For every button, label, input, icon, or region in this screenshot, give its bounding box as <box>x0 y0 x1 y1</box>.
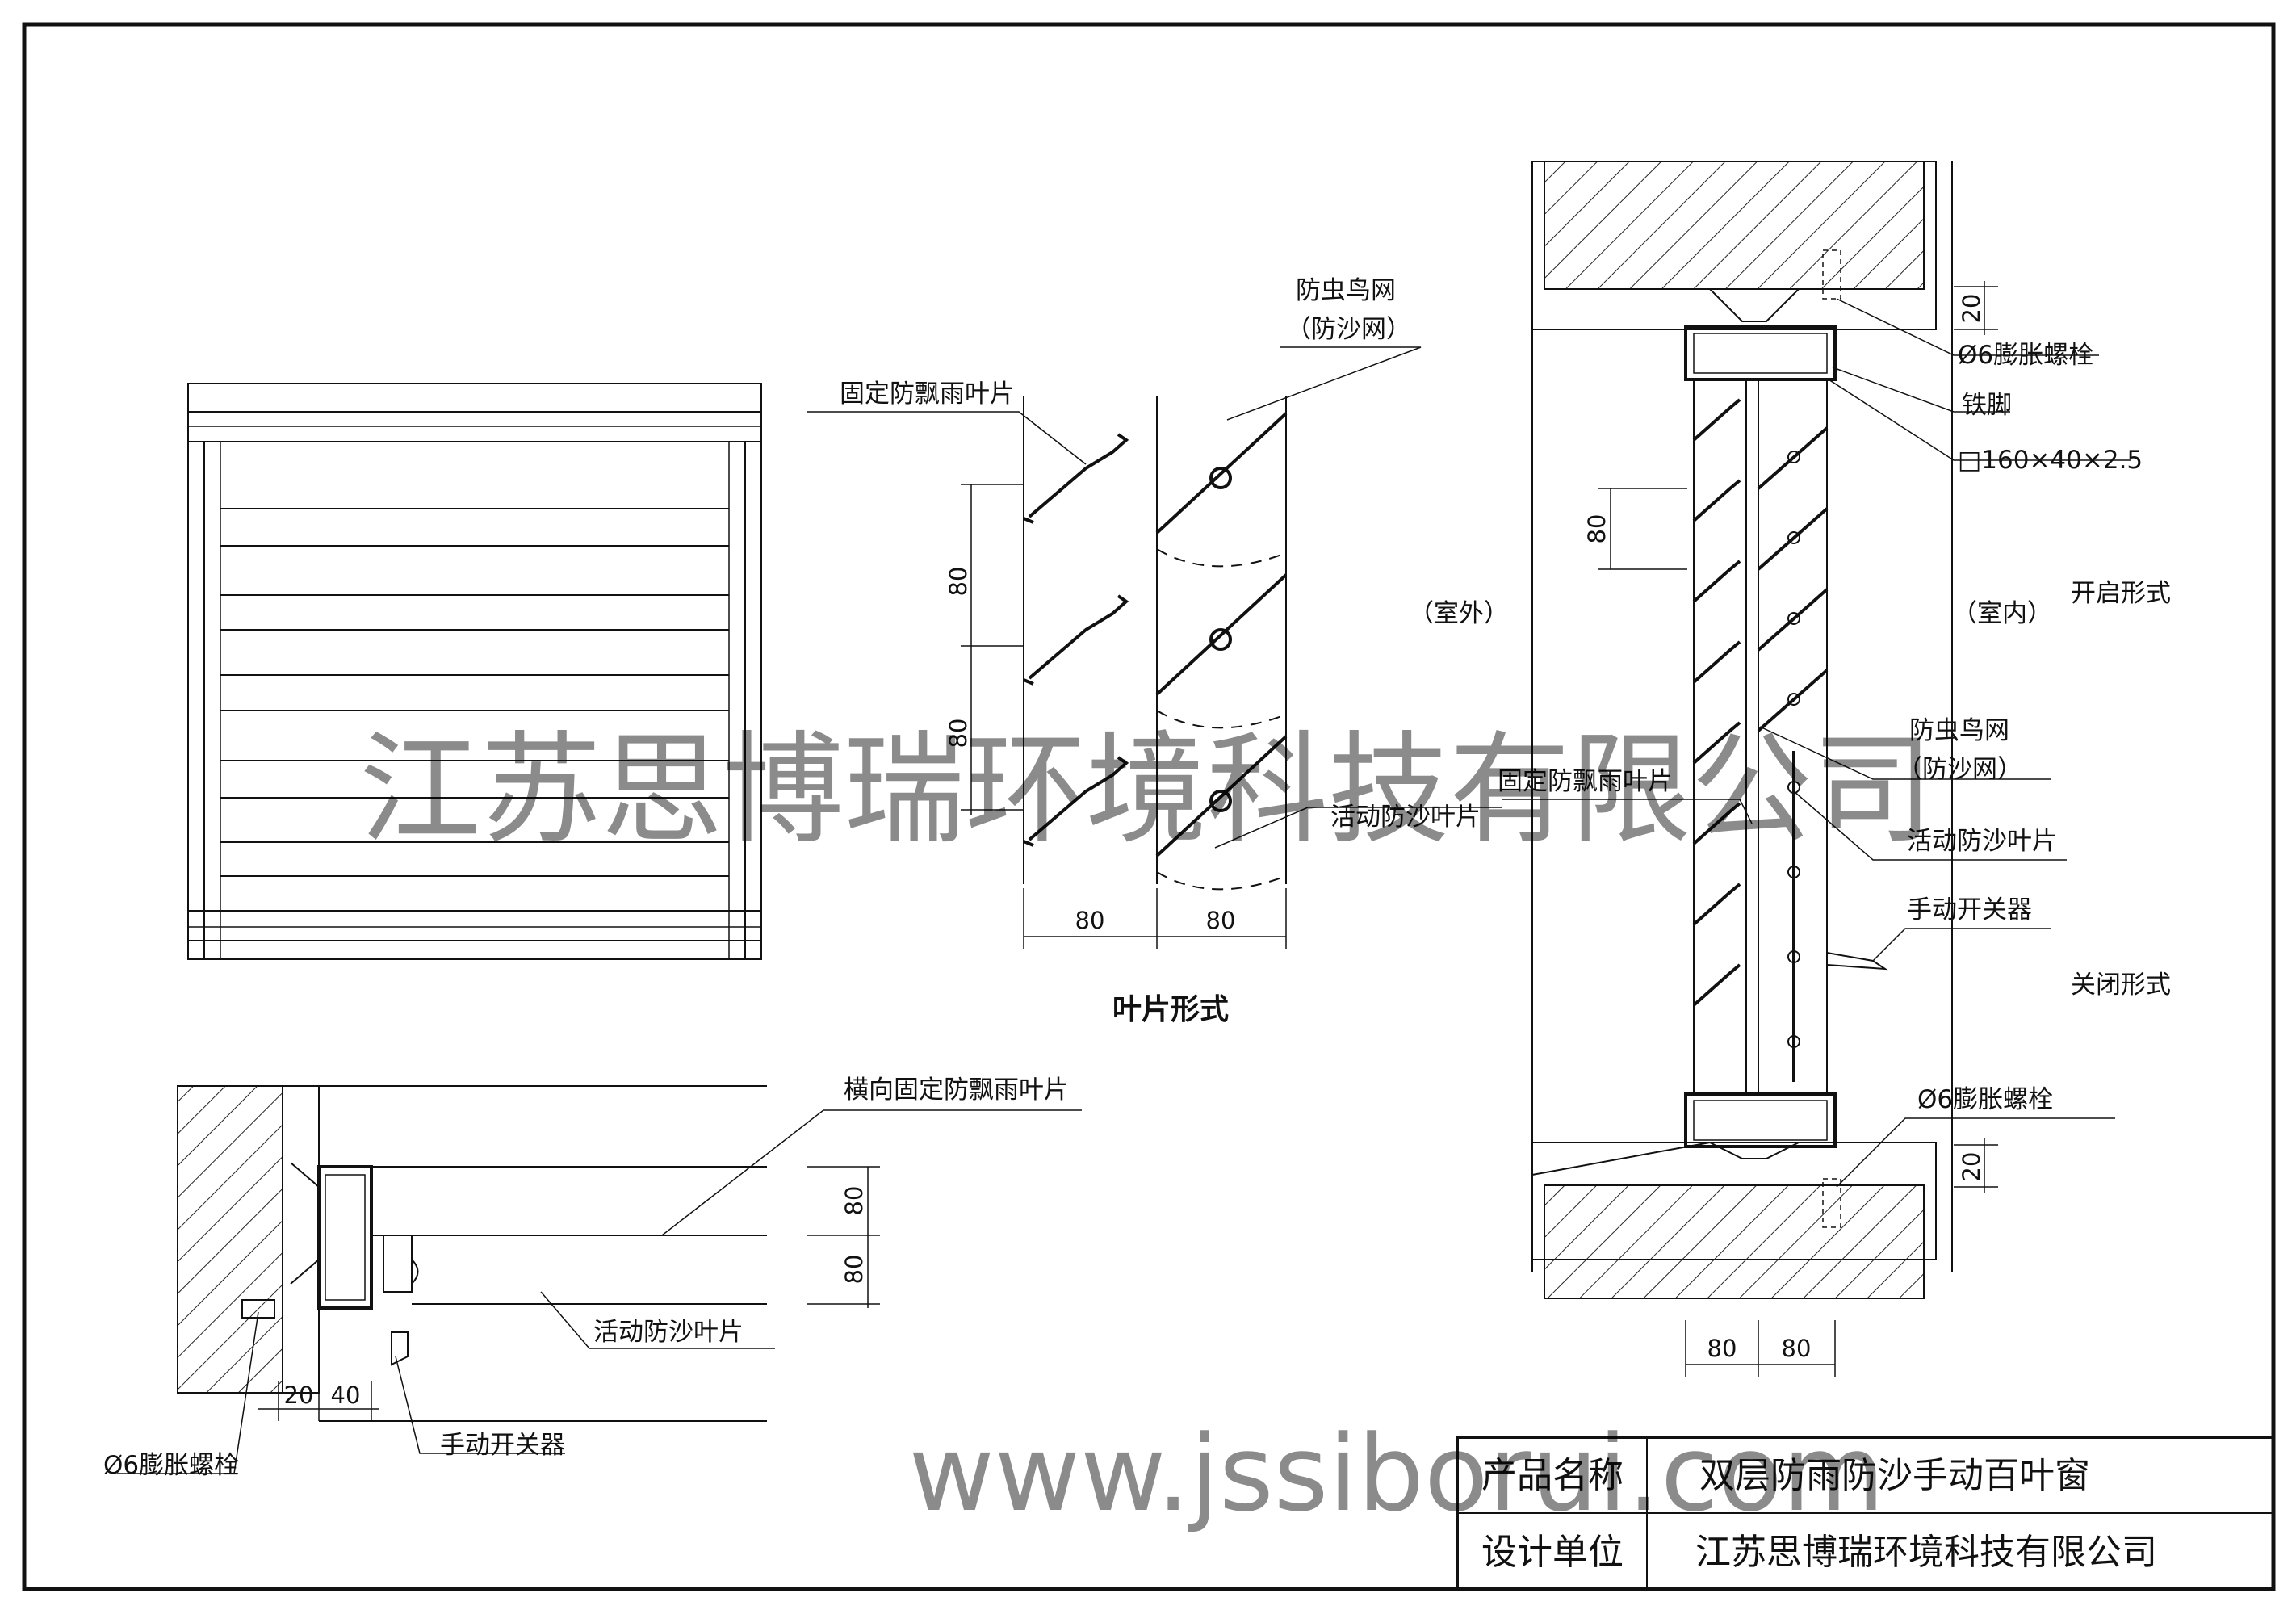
drawing-frame <box>22 22 2276 1591</box>
dim-80-plan-b: 80 <box>840 1255 868 1285</box>
manual-switch-handle <box>1826 952 1888 971</box>
title-designer-label: 设计单位 <box>1481 1532 1624 1573</box>
dim-80-b: 80 <box>945 719 972 748</box>
label-fixed-blade: 固定防飘雨叶片 <box>840 379 1015 409</box>
label-iron-foot: 铁脚 <box>1962 391 2012 420</box>
label-sand-net-2: （防沙网） <box>1897 755 2022 784</box>
plan-frame-tube <box>317 1165 373 1310</box>
dim-20-top: 20 <box>1958 294 1985 324</box>
dim-80-bottom-a: 80 <box>1707 1335 1737 1362</box>
label-manual-switch: 手动开关器 <box>1907 895 2032 924</box>
movable-blades <box>1155 412 1288 891</box>
label-indoor: （室内） <box>1952 599 2052 628</box>
label-fixed-blade-2: 固定防飘雨叶片 <box>1498 767 1673 796</box>
label-tube-size: □160×40×2.5 <box>1958 446 2143 475</box>
label-sand-net: （防沙网） <box>1286 315 1411 344</box>
label-horizontal-fixed-blade: 横向固定防飘雨叶片 <box>844 1075 1069 1105</box>
louver-front-elevation <box>187 383 762 960</box>
label-insect-net-2: 防虫鸟网 <box>1909 716 2009 745</box>
fixed-blade-2 <box>1028 594 1129 680</box>
section-fixed-blades <box>1692 398 1741 1007</box>
watermark-url: www.jssiborui.com <box>908 1412 1884 1535</box>
title-product-label: 产品名称 <box>1481 1455 1624 1496</box>
bottom-frame-tube <box>1684 1092 1837 1148</box>
blade-form-title: 叶片形式 <box>1112 993 1229 1026</box>
plan-manual-switch <box>391 1331 409 1366</box>
label-bolt-left: Ø6膨胀螺栓 <box>103 1451 239 1480</box>
blade-form-detail: 80 80 80 80 固定防飘雨叶片 防虫鸟网 （防沙网） 活动防沙叶片 叶片… <box>807 276 1502 1026</box>
dim-80-bottom-b: 80 <box>1782 1335 1812 1362</box>
label-bolt-bottom: Ø6膨胀螺栓 <box>1917 1085 2053 1114</box>
label-movable-blade: 活动防沙叶片 <box>1330 803 1481 832</box>
label-outdoor: （室外） <box>1409 599 1509 628</box>
watermark-company: 江苏思博瑞环境科技有限公司 <box>359 720 1934 861</box>
elevation-slats <box>220 508 729 877</box>
label-bolt-top: Ø6膨胀螺栓 <box>1958 341 2093 370</box>
dim-80-a: 80 <box>945 567 972 597</box>
dim-80-section: 80 <box>1583 514 1611 544</box>
fixed-blade-3 <box>1028 756 1129 841</box>
label-open-form: 开启形式 <box>2071 579 2171 608</box>
plan-section: 80 80 20 40 横向固定防飘雨叶片 活动防沙叶片 手动开关器 Ø6膨胀螺… <box>103 1075 1082 1480</box>
label-insect-net: 防虫鸟网 <box>1296 276 1396 305</box>
label-movable-blade-2: 活动防沙叶片 <box>1907 827 2057 856</box>
dim-20-plan: 20 <box>284 1381 314 1409</box>
dim-80-c: 80 <box>1075 907 1105 934</box>
top-frame-tube <box>1684 325 1837 381</box>
dim-80-plan-a: 80 <box>840 1186 868 1216</box>
label-movable-blade-3: 活动防沙叶片 <box>593 1318 744 1347</box>
section-movable-blades <box>1757 426 1829 1082</box>
label-manual-switch-2: 手动开关器 <box>440 1431 565 1460</box>
fixed-blade-1 <box>1028 433 1129 518</box>
dim-80-d: 80 <box>1206 907 1236 934</box>
title-block: 产品名称 双层防雨防沙手动百叶窗 设计单位 江苏思博瑞环境科技有限公司 <box>1456 1436 2275 1591</box>
title-designer-value: 江苏思博瑞环境科技有限公司 <box>1695 1532 2157 1573</box>
title-product-value: 双层防雨防沙手动百叶窗 <box>1699 1455 2090 1496</box>
label-close-form: 关闭形式 <box>2071 971 2171 1000</box>
dim-20-bottom: 20 <box>1958 1152 1985 1182</box>
dim-40-plan: 40 <box>331 1381 361 1409</box>
vertical-section: 20 20 80 80 80 （室外） （室内） 开启形式 关闭形式 Ø6膨胀螺… <box>1409 161 2171 1377</box>
